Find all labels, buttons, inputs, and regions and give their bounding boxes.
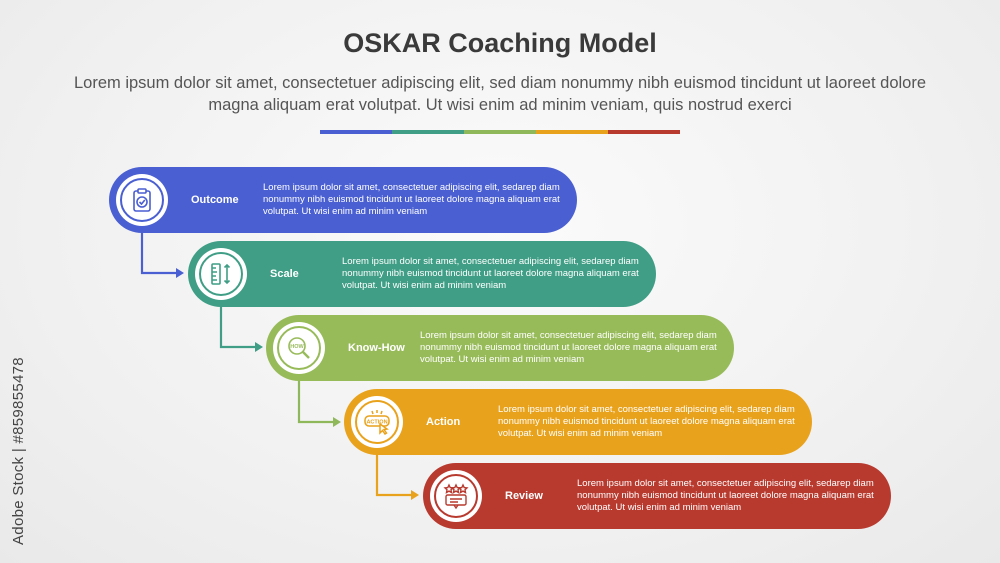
stock-watermark: Adobe Stock | #859855478: [10, 357, 27, 545]
ruler-icon: [211, 263, 231, 285]
divider-segment: [392, 130, 464, 134]
step-icon-ring: [434, 474, 478, 518]
step-label: Action: [426, 416, 461, 428]
step-icon-circle: [116, 174, 168, 226]
connector-arrow-2: [219, 306, 263, 352]
step-outcome: Outcome Lorem ipsum dolor sit amet, cons…: [109, 167, 577, 233]
step-description: Lorem ipsum dolor sit amet, consectetuer…: [342, 256, 639, 291]
step-label: Review: [505, 490, 543, 502]
color-divider: [320, 130, 680, 134]
connector-arrow-1: [140, 232, 184, 278]
step-icon-ring: [120, 178, 164, 222]
step-icon-ring: HOW: [277, 326, 321, 370]
step-description: Lorem ipsum dolor sit amet, consectetuer…: [498, 404, 795, 439]
step-label: Outcome: [191, 194, 239, 206]
step-icon-circle: HOW: [273, 322, 325, 374]
action-button-icon: ACTION: [364, 410, 390, 436]
step-icon-circle: [195, 248, 247, 300]
icon-text: ACTION: [366, 420, 387, 426]
page-title: OSKAR Coaching Model: [343, 28, 657, 58]
divider-segment: [608, 130, 680, 134]
step-description: Lorem ipsum dolor sit amet, consectetuer…: [263, 182, 560, 217]
step-description: Lorem ipsum dolor sit amet, consectetuer…: [577, 478, 874, 513]
step-label: Know-How: [348, 342, 405, 354]
clipboard-check-icon: [133, 188, 151, 212]
divider-segment: [320, 130, 392, 134]
divider-segment: [536, 130, 608, 134]
step-action: ACTION Action Lorem ipsum dolor sit amet…: [344, 389, 812, 455]
step-icon-ring: ACTION: [355, 400, 399, 444]
step-icon-circle: ACTION: [351, 396, 403, 448]
connector-arrow-3: [297, 380, 341, 427]
step-label: Scale: [270, 268, 299, 280]
step-know-how: HOW Know-How Lorem ipsum dolor sit amet,…: [266, 315, 734, 381]
page-subtitle: Lorem ipsum dolor sit amet, consectetuer…: [73, 74, 927, 114]
divider-segment: [464, 130, 536, 134]
step-scale: Scale Lorem ipsum dolor sit amet, consec…: [188, 241, 656, 307]
step-icon-ring: [199, 252, 243, 296]
step-description: Lorem ipsum dolor sit amet, consectetuer…: [420, 330, 717, 365]
review-stars-icon: [443, 483, 469, 510]
magnifier-how-icon: HOW: [288, 337, 310, 359]
icon-text: HOW: [290, 344, 304, 350]
connector-arrow-4: [375, 454, 419, 500]
step-review: Review Lorem ipsum dolor sit amet, conse…: [423, 463, 891, 529]
step-icon-circle: [430, 470, 482, 522]
